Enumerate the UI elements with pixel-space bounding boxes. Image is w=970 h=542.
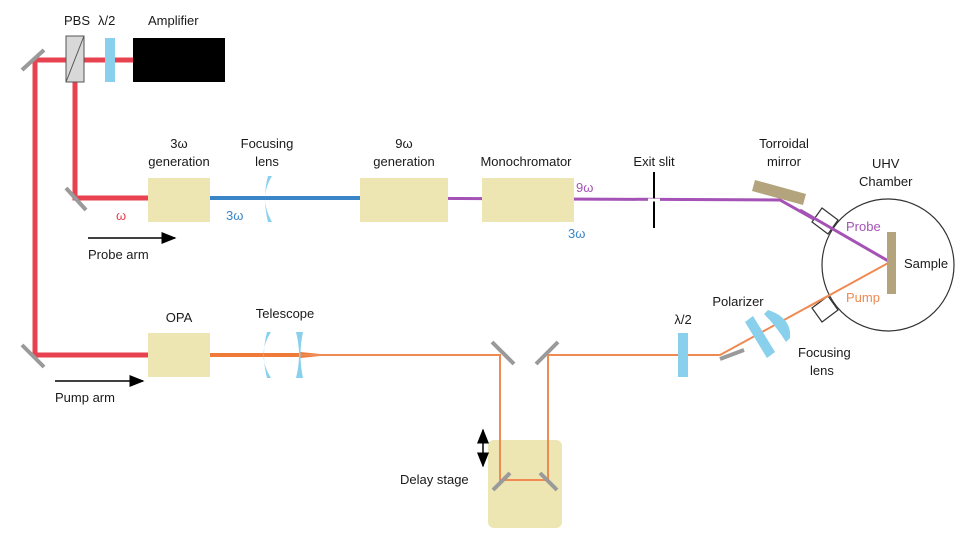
omega-label: ω [116, 208, 126, 223]
fundamental-beam-main [32, 57, 150, 358]
nine-omega-beam-label: 9ω [576, 180, 593, 195]
exit-slit-label: Exit slit [633, 154, 675, 169]
delay-stage-mirror-left [491, 471, 512, 492]
third-harmonic-generation-box [148, 178, 210, 222]
pump-label: Pump [846, 290, 880, 305]
pump-arm-label: Pump arm [55, 390, 115, 405]
toroidal-mirror-label-2: mirror [767, 154, 802, 169]
probe-arm-label: Probe arm [88, 247, 149, 262]
probe-label: Probe [846, 219, 881, 234]
delay-stage-label: Delay stage [400, 472, 469, 487]
uhv-chamber-label-2: Chamber [859, 174, 913, 189]
sample-holder [887, 232, 896, 294]
pbs-label: PBS [64, 13, 90, 28]
monochromator-box [482, 178, 574, 222]
delay-stage-mirror-right [538, 471, 559, 492]
focusing-lens-probe-label-2: lens [255, 154, 279, 169]
third-harmonic-gen-label-2: generation [148, 154, 209, 169]
amplifier-label: Amplifier [148, 13, 199, 28]
ninth-harmonic-gen-label-1: 9ω [395, 136, 412, 151]
ninth-harmonic-generation-box [360, 178, 448, 222]
fundamental-beam [32, 57, 150, 358]
half-wave-plate-pump [678, 333, 688, 377]
toroidal-mirror-label-1: Torroidal [759, 136, 809, 151]
three-omega-reject-label: 3ω [568, 226, 585, 241]
telescope-lenses [263, 332, 303, 378]
mirror-delay-in [490, 340, 516, 366]
ninth-harmonic-gen-label-2: generation [373, 154, 434, 169]
opa-box [148, 333, 210, 377]
monochromator-label: Monochromator [480, 154, 572, 169]
pbs-cube [65, 35, 85, 83]
focusing-lens-pump-label-2: lens [810, 363, 834, 378]
telescope-label: Telescope [256, 306, 315, 321]
mirror-delay-out [534, 340, 560, 366]
half-wave-plate-top [105, 38, 115, 82]
polarizer-label: Polarizer [712, 294, 764, 309]
delay-stage-box [488, 440, 562, 528]
focusing-lens-pump [764, 310, 791, 342]
amplifier-box [133, 38, 225, 82]
mirror-bottom-left [20, 343, 46, 369]
focusing-lens-probe-label-1: Focusing [241, 136, 294, 151]
focusing-lens-probe [265, 176, 272, 222]
three-omega-beam-label: 3ω [226, 208, 243, 223]
mirror-pump-steering [719, 348, 745, 361]
polarizer [745, 316, 775, 358]
mirror-top-left [20, 48, 46, 72]
mirror-probe-branch [64, 186, 88, 212]
half-wave-pump-label: λ/2 [674, 312, 691, 327]
half-wave-top-label: λ/2 [98, 13, 115, 28]
uhv-chamber-label-1: UHV [872, 156, 900, 171]
opa-label: OPA [166, 310, 193, 325]
third-harmonic-gen-label-1: 3ω [170, 136, 187, 151]
toroidal-mirror [752, 180, 806, 205]
sample-label: Sample [904, 256, 948, 271]
focusing-lens-pump-label-1: Focusing [798, 345, 851, 360]
